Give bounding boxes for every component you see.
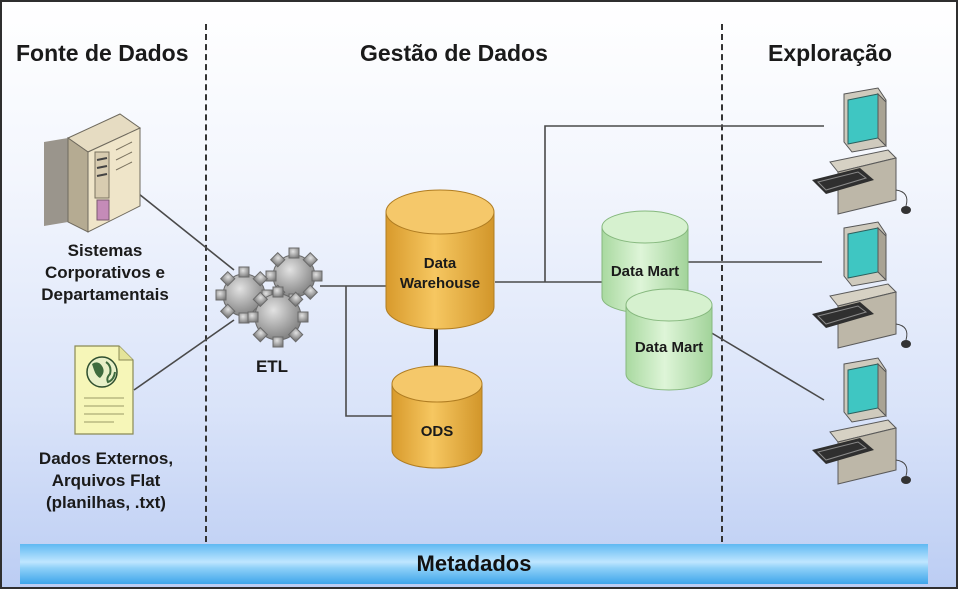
data-mart-label-2: Data Mart bbox=[634, 339, 704, 356]
metadata-label: Metadados bbox=[416, 551, 532, 576]
line-external-etl bbox=[133, 319, 235, 391]
external-data-line-1: Dados Externos, bbox=[38, 449, 174, 468]
external-data-label: Dados Externos, Arquivos Flat (planilhas… bbox=[16, 448, 196, 514]
ods-label: ODS bbox=[420, 423, 454, 440]
divider-left bbox=[205, 24, 207, 542]
data-warehouse-cylinder bbox=[385, 189, 495, 330]
corporate-systems-line-3: Departamentais bbox=[41, 285, 169, 304]
line-datamart-computer-3 bbox=[709, 331, 825, 401]
computer-icon-3 bbox=[811, 357, 912, 485]
line-systems-etl bbox=[138, 193, 235, 271]
metadata-bar: Metadados bbox=[20, 544, 928, 584]
line-to-computer-1 bbox=[544, 125, 824, 282]
data-warehouse-line-2: Warehouse bbox=[399, 275, 481, 292]
etl-label: ETL bbox=[255, 357, 289, 376]
computer-icon-1 bbox=[811, 87, 912, 215]
data-warehouse-line-1: Data bbox=[423, 255, 457, 272]
external-data-line-3: (planilhas, .txt) bbox=[46, 493, 166, 512]
ods-cylinder bbox=[391, 365, 483, 469]
corporate-systems-line-1: Sistemas bbox=[67, 241, 143, 260]
line-etl-ods bbox=[345, 286, 392, 417]
section-title-exploration: Exploração bbox=[768, 40, 892, 66]
data-warehouse-label: Data Warehouse bbox=[386, 254, 494, 294]
section-title-management: Gestão de Dados bbox=[360, 40, 548, 66]
data-mart-cylinder-2 bbox=[625, 288, 713, 391]
corporate-systems-label: Sistemas Corporativos e Departamentais bbox=[20, 240, 190, 306]
divider-right bbox=[721, 24, 723, 542]
data-mart-label-1: Data Mart bbox=[610, 263, 680, 280]
section-title-source: Fonte de Dados bbox=[16, 40, 189, 66]
computer-icon-2 bbox=[811, 221, 912, 349]
external-data-line-2: Arquivos Flat bbox=[51, 471, 161, 490]
corporate-systems-line-2: Corporativos e bbox=[45, 263, 165, 282]
